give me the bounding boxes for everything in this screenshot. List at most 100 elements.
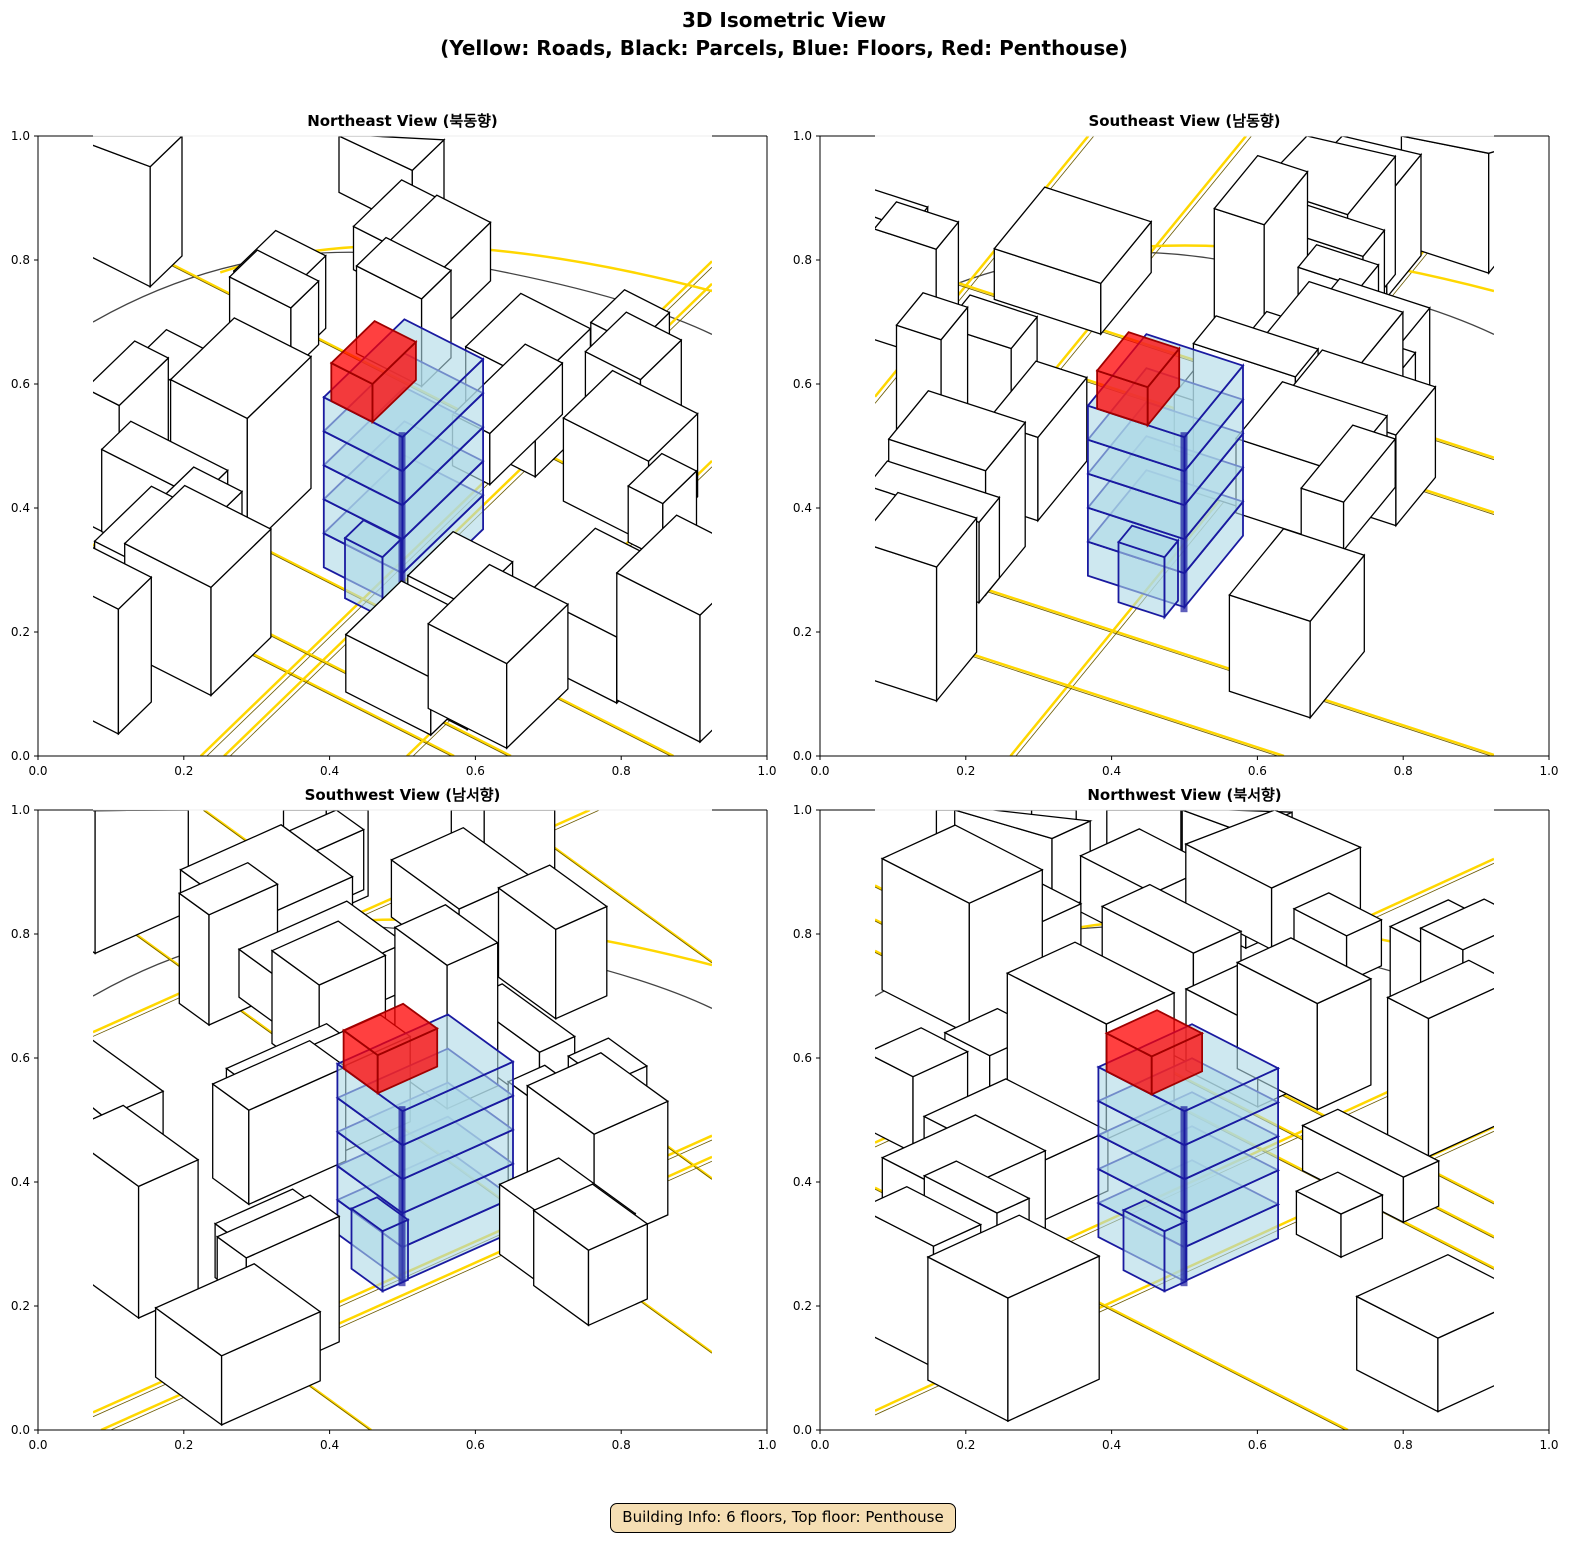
parcel-building	[211, 1039, 347, 1206]
x-tick-label: 0.0	[28, 1438, 47, 1452]
y-tick-label: 0.2	[11, 625, 30, 639]
parcel-building-side-right	[94, 810, 189, 955]
subplot-title: Southwest View (남서향)	[305, 786, 501, 804]
subplot-1: Northeast View (북동향) 0.0 0.2 0.4 0.6 0.8 1.0 0.…	[11, 112, 777, 778]
parcel-building-roof	[1235, 937, 1373, 1005]
parcel-building-roof	[123, 484, 273, 589]
parcel-building-roof	[93, 340, 170, 407]
penthouse-roof	[341, 1002, 439, 1057]
x-tick-label: 1.0	[757, 764, 776, 778]
y-tick-label: 1.0	[11, 803, 30, 817]
y-tick-label: 0.0	[11, 1423, 30, 1437]
x-tick-label: 0.4	[320, 1438, 339, 1452]
parcel-building-roof	[875, 201, 960, 250]
parcel-building-roof	[1005, 941, 1176, 1025]
core-column	[398, 1106, 406, 1287]
parcel-building	[427, 563, 570, 750]
parcel-building-roof	[1100, 883, 1243, 954]
parcel-building-roof	[922, 1160, 1031, 1214]
y-tick-label: 0.8	[11, 927, 30, 941]
parcel-building	[1386, 959, 1494, 1158]
y-tick-label: 0.8	[11, 253, 30, 267]
y-tick-label: 0.4	[793, 1175, 812, 1189]
parcel-building	[1228, 528, 1366, 720]
x-tick-label: 0.8	[1394, 1438, 1413, 1452]
x-tick-label: 0.8	[612, 1438, 631, 1452]
parcel-building-roof	[338, 136, 446, 172]
parcel-building-roof	[532, 1183, 649, 1251]
core-column	[398, 432, 406, 613]
x-tick-label: 0.2	[174, 1438, 193, 1452]
y-tick-label: 0.6	[11, 377, 30, 391]
parcel-building-roof	[895, 292, 969, 341]
parcel-building-roof	[562, 369, 699, 462]
subplot-title: Northeast View (북동향)	[307, 112, 498, 130]
figure-title-line1: 3D Isometric View	[682, 8, 886, 32]
parcel-building	[93, 547, 153, 736]
parcel-building-roof	[393, 904, 499, 967]
x-tick-label: 0.4	[320, 764, 339, 778]
parcel-building-roof	[875, 491, 978, 568]
parcel-building-roof	[211, 1039, 347, 1111]
annex-block-roof	[1121, 1199, 1189, 1233]
y-tick-label: 0.0	[11, 749, 30, 763]
parcel-building	[993, 186, 1153, 336]
y-tick-label: 0.2	[11, 1299, 30, 1313]
penthouse-roof	[329, 320, 418, 386]
parcel-building	[1294, 1171, 1384, 1259]
parcel-building-roof	[954, 810, 1093, 840]
parcel-building	[532, 1183, 649, 1327]
penthouse	[329, 320, 418, 425]
x-tick-label: 0.2	[956, 764, 975, 778]
parcel-building	[1400, 136, 1494, 275]
y-tick-label: 0.6	[793, 377, 812, 391]
parcel-building-roof	[1301, 1108, 1441, 1178]
parcel-building-roof	[1419, 898, 1494, 951]
y-tick-label: 0.4	[11, 1175, 30, 1189]
parcel-building	[497, 864, 609, 1020]
building-info-box: Building Info: 6 floors, Top floor: Pent…	[610, 1503, 956, 1533]
figure-title-line2: (Yellow: Roads, Black: Parcels, Blue: Fl…	[440, 36, 1128, 60]
3d-scene	[93, 136, 712, 756]
parcel-building	[875, 491, 978, 703]
annex-block-roof	[343, 519, 403, 559]
parcel-building-roof	[875, 1185, 983, 1247]
x-tick-label: 0.6	[1248, 764, 1267, 778]
x-tick-label: 0.8	[1394, 764, 1413, 778]
core-column	[1180, 432, 1188, 613]
parcel-building-roof	[584, 311, 683, 381]
parcel-building-roof	[1192, 315, 1320, 378]
subplot-3: Southwest View (남서향) 0.0 0.2 0.4 0.6 0.8 1.0 0.…	[11, 786, 777, 1452]
y-tick-label: 0.4	[11, 501, 30, 515]
y-tick-label: 0.6	[793, 1051, 812, 1065]
parcel-building-roof	[875, 1027, 970, 1078]
parcel-building-roof	[93, 1039, 165, 1119]
y-tick-label: 0.0	[793, 1423, 812, 1437]
parcel-building-roof	[880, 824, 1044, 904]
y-tick-label: 0.6	[11, 1051, 30, 1065]
parcel-building-roof	[355, 236, 453, 300]
x-tick-label: 0.4	[1102, 764, 1121, 778]
parcel-building-side-right	[699, 602, 712, 744]
parcel-building-roof	[1355, 1253, 1494, 1339]
subplot-title: Southeast View (남동향)	[1088, 112, 1280, 130]
x-tick-label: 0.0	[810, 1438, 829, 1452]
parcel-building	[926, 1214, 1101, 1423]
parcel-building-roof	[1300, 424, 1397, 503]
parcel-building-roof	[497, 864, 609, 931]
parcel-building-roof	[93, 547, 153, 610]
penthouse	[1104, 1009, 1205, 1096]
parcel-building-roof	[1184, 810, 1362, 889]
core-column	[1180, 1106, 1188, 1287]
y-tick-label: 0.2	[793, 1299, 812, 1313]
x-tick-label: 0.0	[28, 764, 47, 778]
parcel-building-roof	[427, 563, 570, 665]
parcel-building-roof	[526, 1052, 670, 1135]
parcel-building	[154, 1263, 322, 1427]
y-tick-label: 0.2	[793, 625, 812, 639]
parcel-building-side-left	[1386, 996, 1430, 1158]
y-tick-label: 1.0	[11, 129, 30, 143]
annex-block-roof	[1116, 524, 1180, 559]
